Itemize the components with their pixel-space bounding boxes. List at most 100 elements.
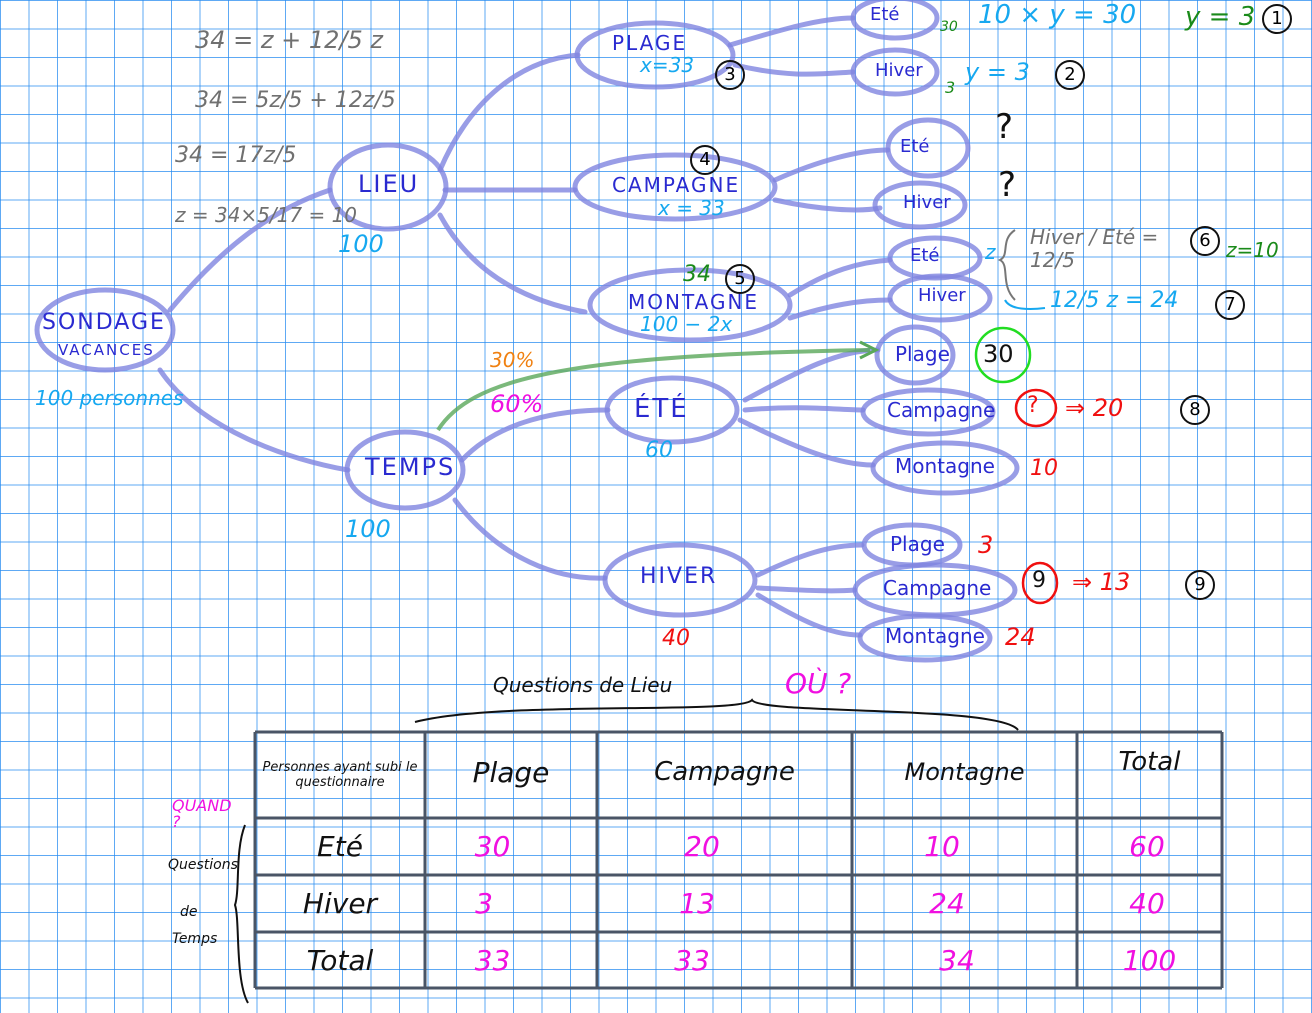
row-label: Total <box>306 943 374 977</box>
table-corner: Personnes ayant subi le questionnaire <box>262 760 418 790</box>
edge-hiver-campagne <box>755 585 858 594</box>
node-ete-label: ÉTÉ <box>634 394 689 424</box>
row-label: Hiver <box>302 887 378 920</box>
edge-hiver-plage <box>755 542 865 578</box>
edge-ete-montagne <box>737 417 876 468</box>
leaf-node <box>885 117 971 179</box>
node-lieu-label: LIEU <box>358 170 420 198</box>
node-plage-label: PLAGE <box>612 31 688 55</box>
node-campagne-label: CAMPAGNE <box>612 173 741 197</box>
arrow-30pct <box>436 348 871 432</box>
ratio-equation: Hiver / Eté = 12/5 <box>1030 225 1159 272</box>
montagne-equation: 100 − 2x <box>640 312 733 336</box>
table-cell: 33 <box>474 943 511 977</box>
brace-ratio <box>997 229 1016 301</box>
table-cell: 100 <box>1122 943 1177 977</box>
leaf-ete-plage: Plage <box>895 342 950 366</box>
node-hiver-label: HIVER <box>640 564 718 589</box>
step-1: 1 <box>1262 4 1292 34</box>
table-header: Plage <box>472 755 550 789</box>
edge-montagne-ete <box>787 257 893 298</box>
leaf-montagne-hiver: Hiver <box>918 285 966 306</box>
node-vacances-label: VACANCES <box>58 341 155 359</box>
node-ete <box>604 375 740 445</box>
table-side-label: Temps <box>172 931 218 947</box>
montagne-value: 34 <box>683 262 711 287</box>
table-header: Campagne <box>654 757 795 787</box>
hiver-campagne-unknown: 9 <box>1032 568 1046 593</box>
ete-count: 60 <box>645 438 673 463</box>
edge-campagne-hiver <box>772 197 883 213</box>
edge-root-temps <box>157 367 351 473</box>
arrow-head <box>859 340 880 360</box>
table-cell: 13 <box>679 887 715 920</box>
edge-plage-hiver <box>732 62 856 77</box>
edge-hiver-montagne <box>755 592 863 638</box>
table-cell: 20 <box>684 830 720 863</box>
node-montagne-label: MONTAGNE <box>628 290 760 314</box>
node-plage <box>574 20 736 90</box>
table-grid <box>253 730 1224 990</box>
leaf-node <box>874 324 956 386</box>
step-8: 8 <box>1180 395 1210 425</box>
step-6: 6 <box>1190 226 1220 256</box>
table-cell: 10 <box>924 830 960 863</box>
edge-root-lieu <box>167 187 333 313</box>
table-cell: 40 <box>1129 887 1165 920</box>
hiver-montagne-value: 24 <box>1005 623 1036 651</box>
node-temps-label: TEMPS <box>365 453 456 481</box>
z-equals-10: z=10 <box>1226 238 1279 262</box>
leaf-ete-montagne: Montagne <box>895 454 995 478</box>
table-cell: 60 <box>1129 830 1165 863</box>
table-side-label: Questions <box>168 857 238 873</box>
leaf-node <box>860 387 996 437</box>
leaf-ete-campagne: Campagne <box>887 398 996 422</box>
leaf-campagne-ete: Eté <box>900 136 930 157</box>
leaf-node <box>887 273 993 323</box>
ete-campagne-result: ⇒ 20 <box>1065 394 1124 422</box>
node-montagne <box>587 267 793 343</box>
leaf-node <box>850 0 940 41</box>
question-mark: ? <box>998 165 1017 205</box>
equation-1: 34 = z + 12/5 z <box>195 26 383 54</box>
hiver-count: 40 <box>662 626 690 651</box>
hiver-plage-value: 3 <box>978 531 994 559</box>
table-cell: 34 <box>939 943 975 977</box>
step-9: 9 <box>1185 570 1215 600</box>
node-campagne <box>572 152 778 222</box>
node-lieu <box>327 142 449 232</box>
brace-lieu <box>414 698 1019 731</box>
step1-equation: 10 × y = 30 <box>978 0 1137 30</box>
plage-equation: x=33 <box>640 53 695 77</box>
edge-temps-hiver <box>452 497 608 581</box>
circle-unknown <box>1014 388 1058 428</box>
temps-count: 100 <box>345 515 391 543</box>
leaf-hiver-montagne: Montagne <box>885 624 985 648</box>
ete-plage-value: 30 <box>983 340 1014 368</box>
edge-plage-ete <box>727 15 856 48</box>
row-label: Eté <box>317 830 363 863</box>
step-3: 3 <box>715 60 745 90</box>
edge-lieu-montagne <box>437 212 588 315</box>
node-sondage-label: SONDAGE <box>42 310 166 335</box>
step-4: 4 <box>690 145 720 175</box>
leaf-node <box>870 440 1020 496</box>
circle-unknown <box>1021 561 1059 605</box>
step2-equation: y = 3 <box>965 58 1030 86</box>
circle-30 <box>974 326 1032 384</box>
leaf-hiver-plage: Plage <box>890 532 945 556</box>
leaf-montagne-ete: Eté <box>910 245 940 266</box>
leaf-campagne-hiver: Hiver <box>903 192 951 213</box>
table-top-question: OÙ ? <box>785 667 852 700</box>
table-side-question: QUAND ? <box>172 796 232 831</box>
table-side-label: de <box>180 904 198 920</box>
brace-temps <box>233 824 249 1004</box>
edge-temps-ete <box>459 407 611 463</box>
pct-60: 60% <box>490 390 544 418</box>
leaf-node <box>850 47 940 97</box>
montagne-ete-z: z <box>985 240 996 264</box>
node-hiver <box>602 542 758 618</box>
equation-2: 34 = 5z/5 + 12z/5 <box>195 88 396 113</box>
table-header: Total <box>1118 747 1181 777</box>
